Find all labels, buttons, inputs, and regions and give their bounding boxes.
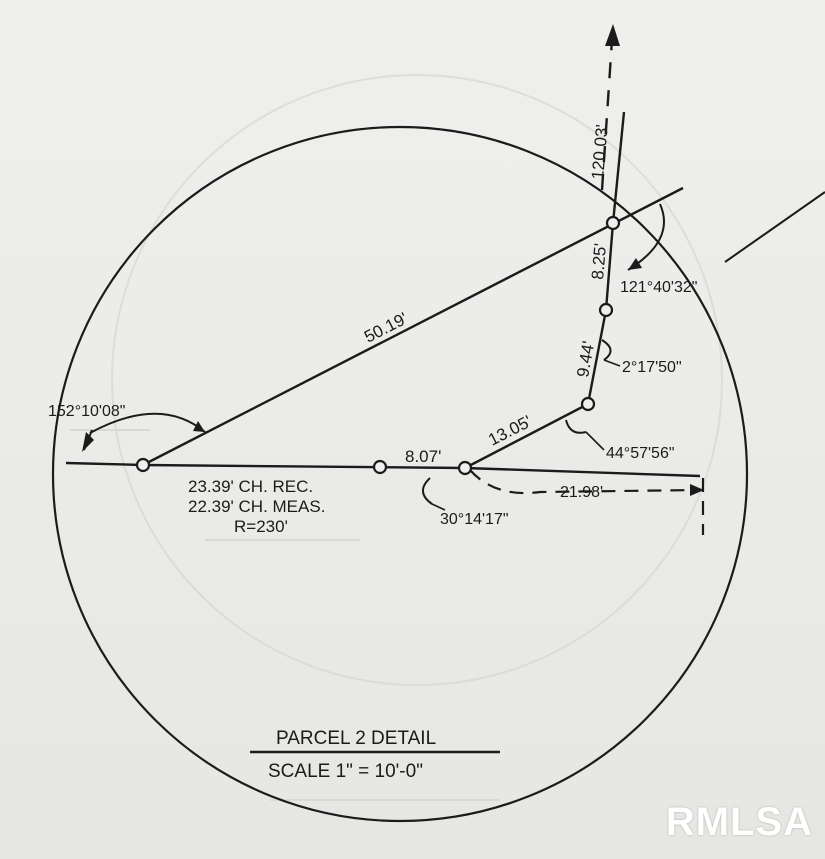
dashed-extension-up — [600, 39, 614, 191]
label-8-07: 8.07' — [405, 447, 441, 466]
angle-leader-44 — [585, 431, 605, 451]
label-8-25: 8.25' — [588, 242, 610, 280]
label-chord-record: 23.39' CH. REC. — [188, 477, 313, 496]
survey-point-b — [372, 459, 388, 475]
label-angle-30: 30°14'17" — [440, 511, 509, 528]
label-120-03: 120.03' — [588, 124, 612, 181]
north-arrow-head — [605, 24, 620, 46]
detail-title: PARCEL 2 DETAIL — [276, 728, 436, 749]
label-radius: R=230' — [234, 517, 288, 536]
baseline-right — [464, 466, 701, 478]
bleed-through-marks — [70, 74, 723, 801]
line-9-44 — [586, 309, 608, 405]
line-120-03 — [611, 111, 626, 224]
detail-circle — [51, 125, 749, 823]
survey-point-f — [605, 215, 621, 231]
survey-points — [135, 215, 621, 476]
label-angle-152: 152°10'08" — [48, 403, 125, 420]
angle-leader-2 — [603, 359, 621, 367]
label-angle-121: 121°40'32" — [620, 279, 697, 296]
label-angle-44: 44°57'56" — [606, 445, 675, 462]
angle-arc-152 — [89, 412, 206, 434]
line-13-05 — [464, 402, 589, 470]
survey-point-a — [135, 457, 151, 473]
angle-arc-2 — [601, 339, 612, 361]
angle-arrow-121 — [628, 258, 642, 270]
angle-leader-30 — [431, 503, 446, 511]
dimension-arrow-head — [690, 484, 704, 496]
angle-arc-44 — [565, 419, 587, 434]
survey-point-c — [457, 460, 473, 476]
angle-leader-152 — [83, 429, 93, 451]
dimension-21-98-dashed — [469, 469, 701, 495]
label-angle-2: 2°17'50" — [622, 359, 682, 376]
survey-point-e — [598, 302, 614, 318]
line-8-25 — [604, 222, 615, 311]
label-chord-measured: 22.39' CH. MEAS. — [188, 497, 325, 516]
baseline-left — [65, 461, 144, 467]
label-21-98: 21.98' — [560, 484, 603, 501]
exterior-diagonal-line — [724, 191, 825, 263]
angle-arrow-152-right — [193, 421, 205, 432]
baseline-chord — [142, 463, 466, 470]
survey-point-d — [580, 396, 596, 412]
rmlsa-watermark: RMLSA — [665, 800, 813, 844]
angle-arc-30 — [422, 477, 433, 505]
detail-scale: SCALE 1" = 10'-0" — [268, 761, 423, 782]
line-50-19 — [142, 186, 684, 467]
